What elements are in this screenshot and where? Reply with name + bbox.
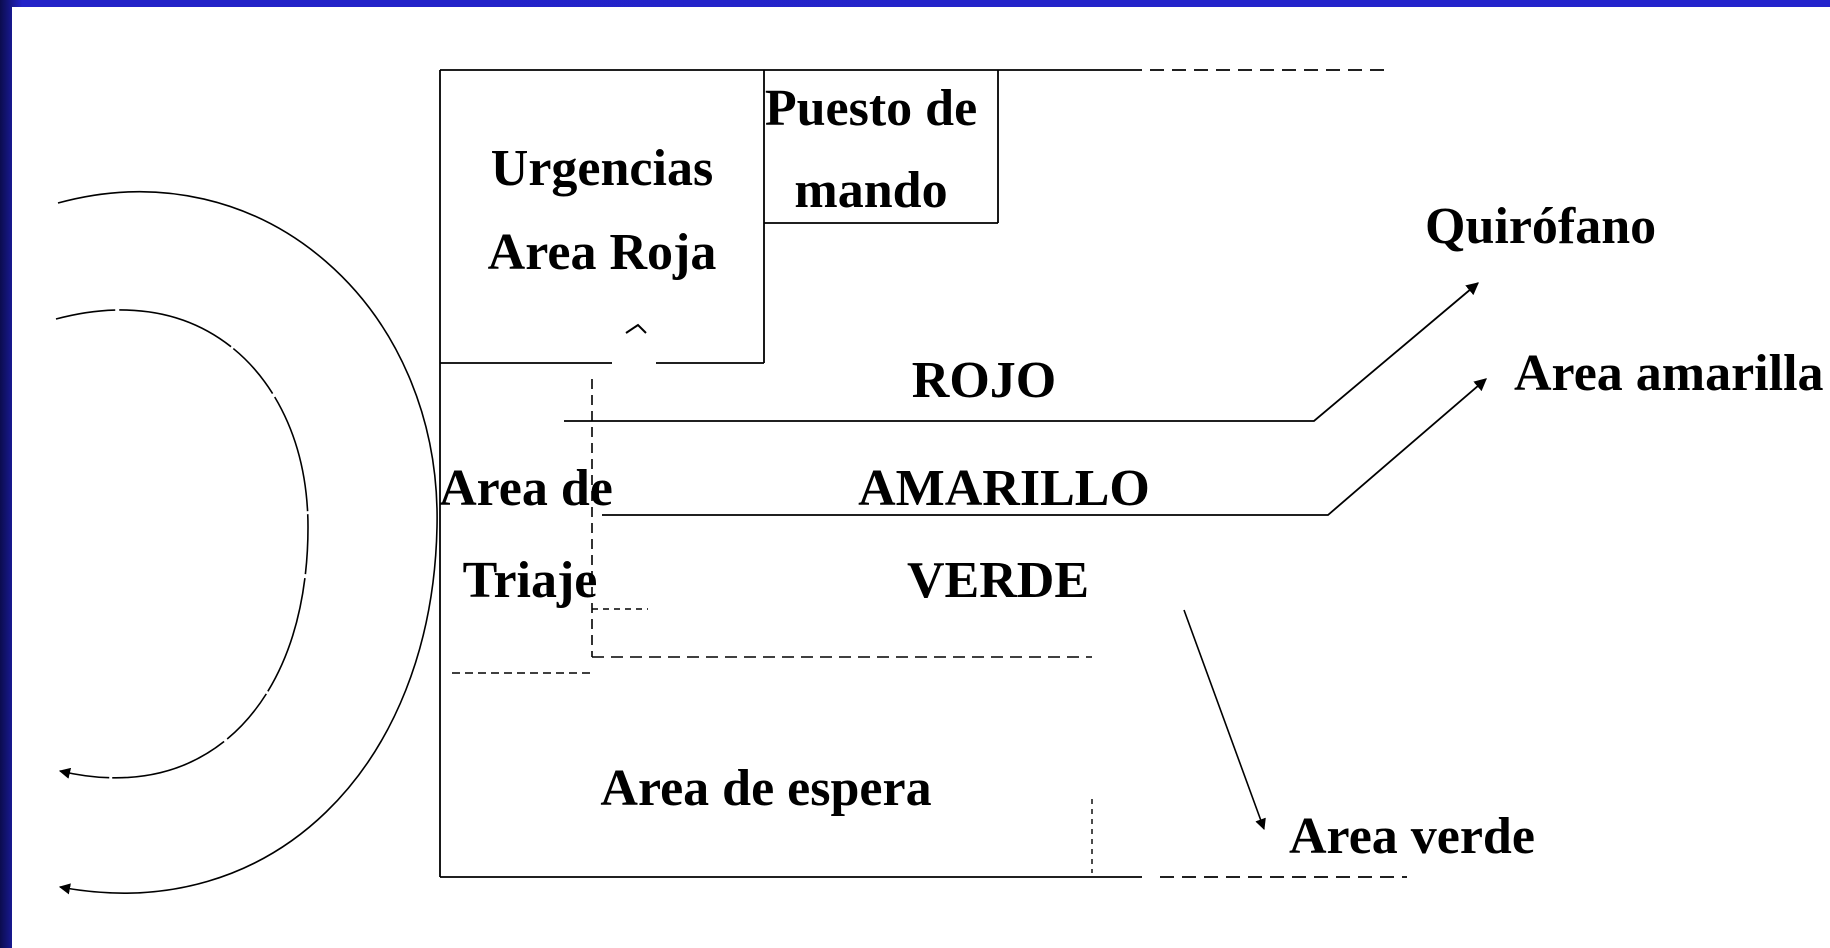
rojo-label: ROJO: [912, 352, 1056, 409]
outer-entry-arc: [57, 191, 438, 895]
amarillo-corridor-line: [602, 378, 1487, 516]
amarillo-label: AMARILLO: [858, 460, 1150, 517]
quirofano-label: Quirófano: [1425, 198, 1656, 255]
puesto-label-line2: mando: [794, 162, 947, 219]
urgencias-door-mark: [625, 323, 647, 334]
triaje-label-line2: Triaje: [463, 552, 598, 609]
triaje-label-line1: Area de: [439, 460, 613, 517]
slide-canvas: Urgencias Area Roja Puesto de mando Quir…: [12, 7, 1830, 948]
area-verde-label: Area verde: [1289, 808, 1535, 865]
area-amarilla-label: Area amarilla: [1514, 345, 1824, 402]
inner-entry-arc: [55, 309, 309, 779]
urgencias-label-line1: Urgencias: [491, 140, 713, 197]
verde-arrow: [1183, 609, 1266, 831]
area-espera-label: Area de espera: [600, 760, 931, 817]
rojo-corridor-line: [564, 282, 1479, 422]
urgencias-label-line2: Area Roja: [488, 224, 717, 281]
puesto-label-line1: Puesto de: [765, 80, 977, 137]
triage-layout-diagram: Urgencias Area Roja Puesto de mando Quir…: [55, 69, 1824, 895]
verde-label: VERDE: [907, 552, 1089, 609]
